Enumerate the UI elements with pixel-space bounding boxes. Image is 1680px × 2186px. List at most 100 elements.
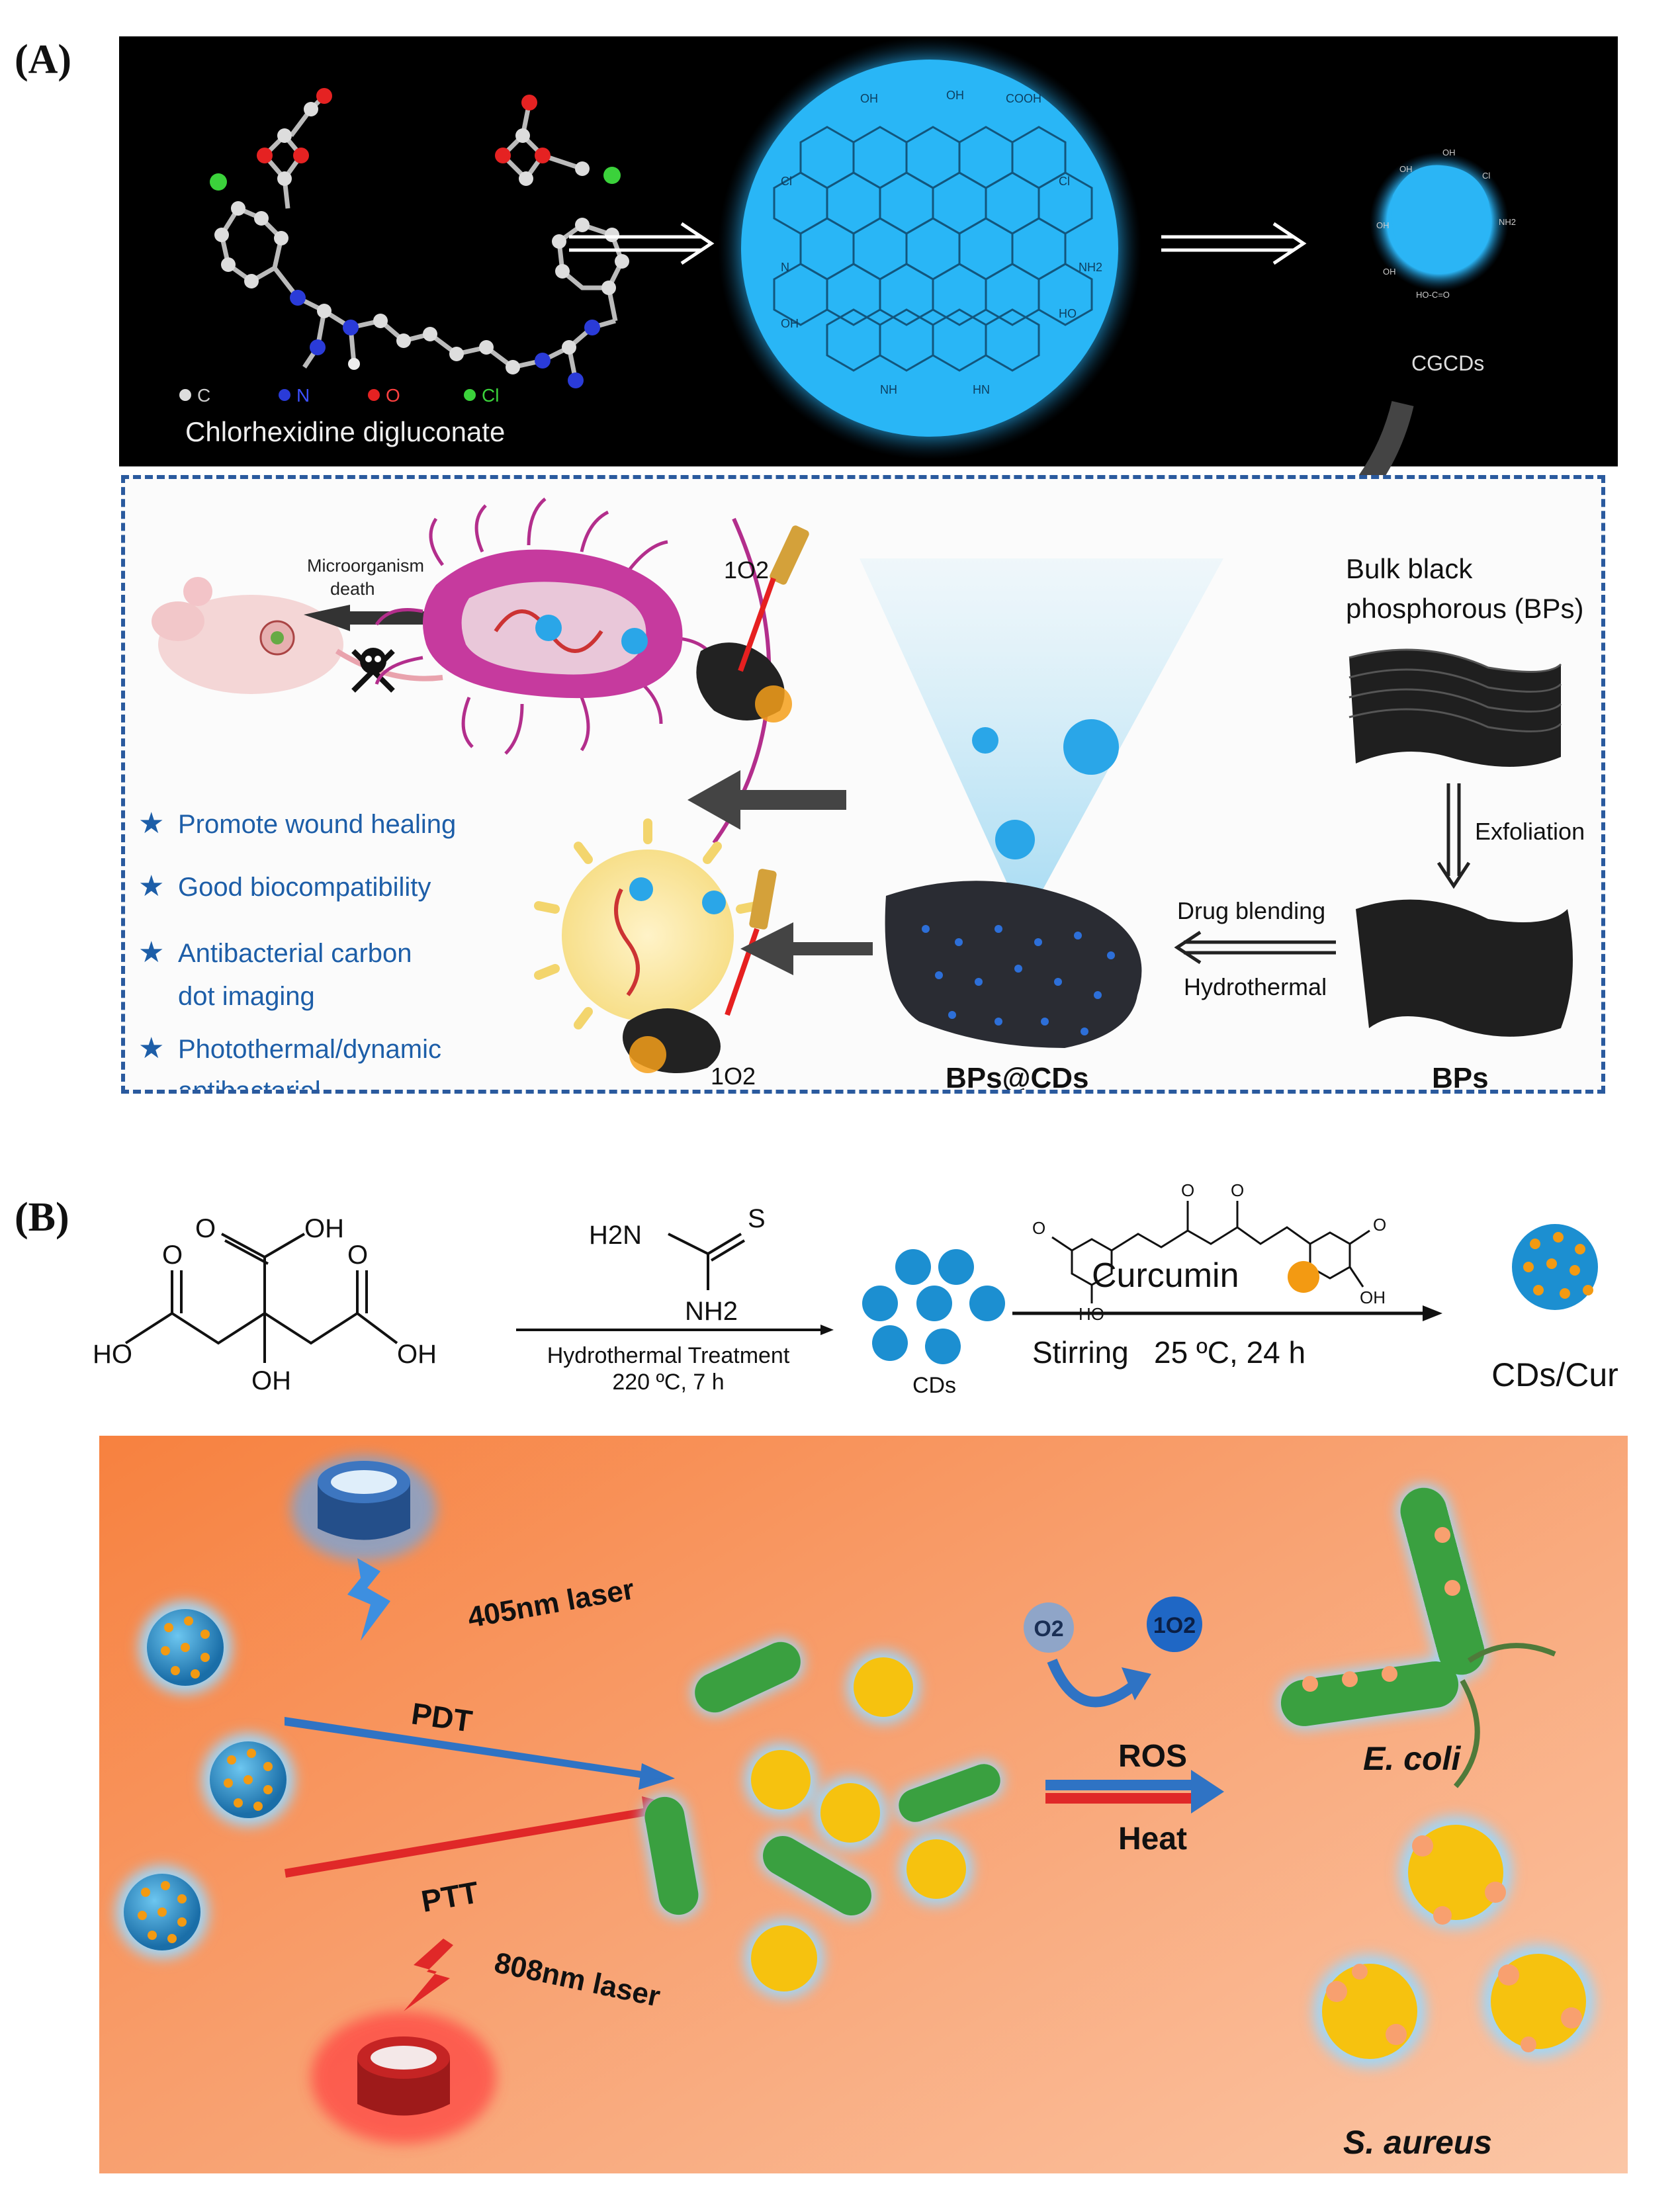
curcumin-label: Curcumin xyxy=(1092,1256,1239,1295)
citric-o-2: O xyxy=(347,1241,368,1270)
lightning-808-icon xyxy=(404,1939,453,2011)
small-carbon-dots xyxy=(972,719,1119,859)
ptt-label: PTT xyxy=(419,1875,482,1919)
feature-list: ★ Promote wound healing ★ Good biocompat… xyxy=(138,807,456,1094)
laser-808-label: 808nm laser xyxy=(492,1946,663,2013)
arrow-step2-head xyxy=(1423,1305,1442,1321)
cd-label-oh-3: OH xyxy=(781,317,799,330)
legend-o: O xyxy=(386,385,400,406)
cgcd-oh-4: OH xyxy=(1383,267,1396,277)
cd-label-ho: HO xyxy=(1059,307,1077,320)
panel-a-top-graphics: C N O Cl Chlorhexidine digluconate xyxy=(179,36,1516,460)
bps-sheet-on-virus xyxy=(623,1008,721,1073)
ros-heat-arrow-head xyxy=(1191,1770,1224,1814)
bps-label: BPs xyxy=(1432,1062,1489,1094)
singlet-oxygen-label-1: 1O2 xyxy=(724,556,769,584)
singlet-oxygen-label-2: 1O2 xyxy=(711,1063,756,1090)
laser-pointer-1 xyxy=(738,525,809,672)
bacterium-illustration xyxy=(375,498,772,844)
molecule-atoms xyxy=(210,88,629,388)
mixed-bacteria xyxy=(641,1638,1004,1998)
legend-c: C xyxy=(197,385,210,406)
drug-blending-arrow xyxy=(1174,930,1336,965)
laser-405-label: 405nm laser xyxy=(465,1573,637,1634)
light-cone xyxy=(860,558,1223,922)
cgcd-particle: OH OH Cl NH2 OH OH HO-C=O xyxy=(1370,148,1516,300)
damaged-ecoli xyxy=(1277,1484,1556,1788)
thiourea-nh2: NH2 xyxy=(685,1297,738,1326)
legend-n: N xyxy=(296,385,310,406)
citric-o-3: O xyxy=(195,1214,216,1243)
arrow-to-virus xyxy=(740,922,873,975)
mouse-illustration xyxy=(152,577,443,694)
o2-label: O2 xyxy=(1034,1616,1063,1641)
citric-ho: HO xyxy=(93,1340,132,1369)
oxygen-conversion: O2 1O2 xyxy=(1024,1596,1202,1708)
cgcd-nh2: NH2 xyxy=(1499,217,1516,227)
panel-b-label: (B) xyxy=(15,1195,69,1240)
feature-star-4: ★ xyxy=(138,1032,164,1065)
bpscds-label: BPs@CDs xyxy=(946,1062,1089,1094)
cdscur-particles xyxy=(116,1601,294,1958)
panel-a-synthesis-scheme: C N O Cl Chlorhexidine digluconate xyxy=(119,36,1618,466)
feature-star-1: ★ xyxy=(138,807,164,840)
cd-label-nh: NH xyxy=(880,383,897,396)
curcumin-o-4: O xyxy=(1373,1215,1386,1235)
double-arrow-1 xyxy=(569,222,715,265)
cgcd-cl: Cl xyxy=(1482,171,1490,181)
feature-3: Antibacterial carbon xyxy=(178,939,412,968)
arrow-step1-head xyxy=(820,1325,834,1335)
legend-nitrogen-dot xyxy=(279,389,290,401)
bulk-bps-stack xyxy=(1348,648,1562,767)
feature-4: Photothermal/dynamic xyxy=(178,1035,441,1064)
legend-chlorine-dot xyxy=(464,389,476,401)
feature-star-3: ★ xyxy=(138,936,164,969)
death-label-line1: Microorganism xyxy=(307,556,424,576)
bps-single-sheet xyxy=(1356,899,1573,1037)
step1-line2: 220 ºC, 7 h xyxy=(612,1370,724,1395)
cd-label-cl-1: Cl xyxy=(781,175,792,188)
feature-1: Promote wound healing xyxy=(178,810,456,839)
citric-o-1: O xyxy=(162,1241,183,1270)
laser-808-device xyxy=(311,2011,496,2144)
heat-label: Heat xyxy=(1118,1821,1187,1857)
thiourea-h2n: H2N xyxy=(589,1221,642,1250)
cd-label-oh-1: OH xyxy=(860,92,878,105)
panel-a-bottom-graphics: Microorganism death xyxy=(138,498,1585,1094)
panel-a-label: (A) xyxy=(15,37,72,82)
cd-label-cl-2: Cl xyxy=(1059,175,1070,188)
curcumin-o-1: O xyxy=(1181,1180,1194,1200)
ecoli-label: E. coli xyxy=(1363,1740,1461,1777)
curcumin-oh: OH xyxy=(1360,1288,1386,1307)
cgcd-oh-2: OH xyxy=(1442,148,1456,157)
cd-label-n: N xyxy=(781,261,789,274)
pdt-label: PDT xyxy=(410,1696,474,1738)
bulk-bps-line2: phosphorous (BPs) xyxy=(1346,593,1584,624)
bulk-bps-line1: Bulk black xyxy=(1346,553,1473,584)
saureus-label: S. aureus xyxy=(1343,2124,1492,2161)
bps-sheet-on-bacterium xyxy=(696,642,792,722)
bps-cds-sheet xyxy=(885,881,1142,1048)
feature-star-2: ★ xyxy=(138,870,164,902)
feature-3-cont: dot imaging xyxy=(178,982,315,1011)
step1-line1: Hydrothermal Treatment xyxy=(547,1343,790,1368)
panel-a-application-scheme: Microorganism death xyxy=(121,475,1605,1094)
feature-4-cont: antibacterial xyxy=(178,1076,321,1094)
virus-illustration xyxy=(534,818,762,1029)
damaged-saureus xyxy=(1313,1816,1595,2068)
cds-cluster xyxy=(862,1249,1005,1364)
legend-oxygen-dot xyxy=(368,389,380,401)
citric-oh-2: OH xyxy=(397,1340,437,1369)
singlet-o2-label: 1O2 xyxy=(1153,1613,1196,1638)
cd-label-hn: HN xyxy=(973,383,990,396)
cd-label-oh-2: OH xyxy=(946,89,964,102)
feature-2: Good biocompatibility xyxy=(178,873,431,902)
death-label-line2: death xyxy=(330,579,375,599)
ros-arrow-shaft xyxy=(1045,1780,1198,1790)
thiourea-structure xyxy=(668,1233,746,1290)
ptt-arrow-shaft xyxy=(285,1806,656,1878)
legend-cl: Cl xyxy=(482,385,499,406)
panel-b-synthesis-scheme: O O O OH HO OH OH S H2N NH2 Hydrothermal… xyxy=(86,1171,1628,1416)
legend-carbon-dot xyxy=(179,389,191,401)
molecule-caption: Chlorhexidine digluconate xyxy=(185,416,505,447)
